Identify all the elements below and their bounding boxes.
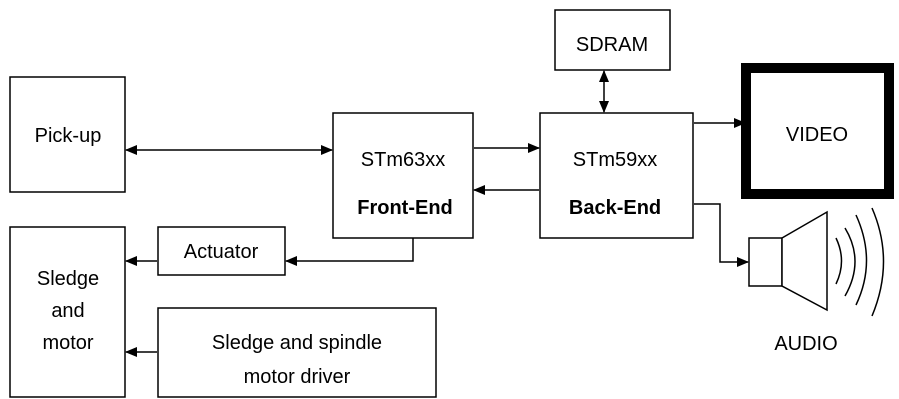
pickup-block: Pick-up <box>9 76 126 193</box>
back-end-block: STm59xx Back-End <box>539 112 694 239</box>
front-end-role: Front-End <box>357 197 453 219</box>
sledge-motor-line-3: motor <box>42 332 93 354</box>
back-end-chip: STm59xx <box>573 149 657 171</box>
back-end-role: Back-End <box>569 197 661 219</box>
backend-to-audio-arrow <box>694 203 749 267</box>
actuator-label: Actuator <box>184 241 259 263</box>
sledge-motor-block: Sledge and motor <box>9 226 126 398</box>
video-monitor: VIDEO <box>741 63 894 199</box>
front-end-chip: STm63xx <box>361 149 445 171</box>
front-end-block: STm63xx Front-End <box>332 112 474 239</box>
actuator-block: Actuator <box>157 226 286 276</box>
sdram-block: SDRAM <box>554 9 671 71</box>
video-label: VIDEO <box>786 124 848 146</box>
pickup-label: Pick-up <box>35 125 102 147</box>
sledge-motor-line-2: and <box>51 300 84 322</box>
speaker-icon <box>748 207 885 317</box>
sdram-label: SDRAM <box>576 34 648 56</box>
spindle-driver-line-2: motor driver <box>244 366 351 388</box>
frontend-to-actuator-arrow <box>285 238 414 266</box>
spindle-driver-block: Sledge and spindle motor driver <box>157 307 437 398</box>
sledge-motor-line-1: Sledge <box>37 268 99 290</box>
audio-label: AUDIO <box>774 333 837 355</box>
spindle-driver-line-1: Sledge and spindle <box>212 332 382 354</box>
